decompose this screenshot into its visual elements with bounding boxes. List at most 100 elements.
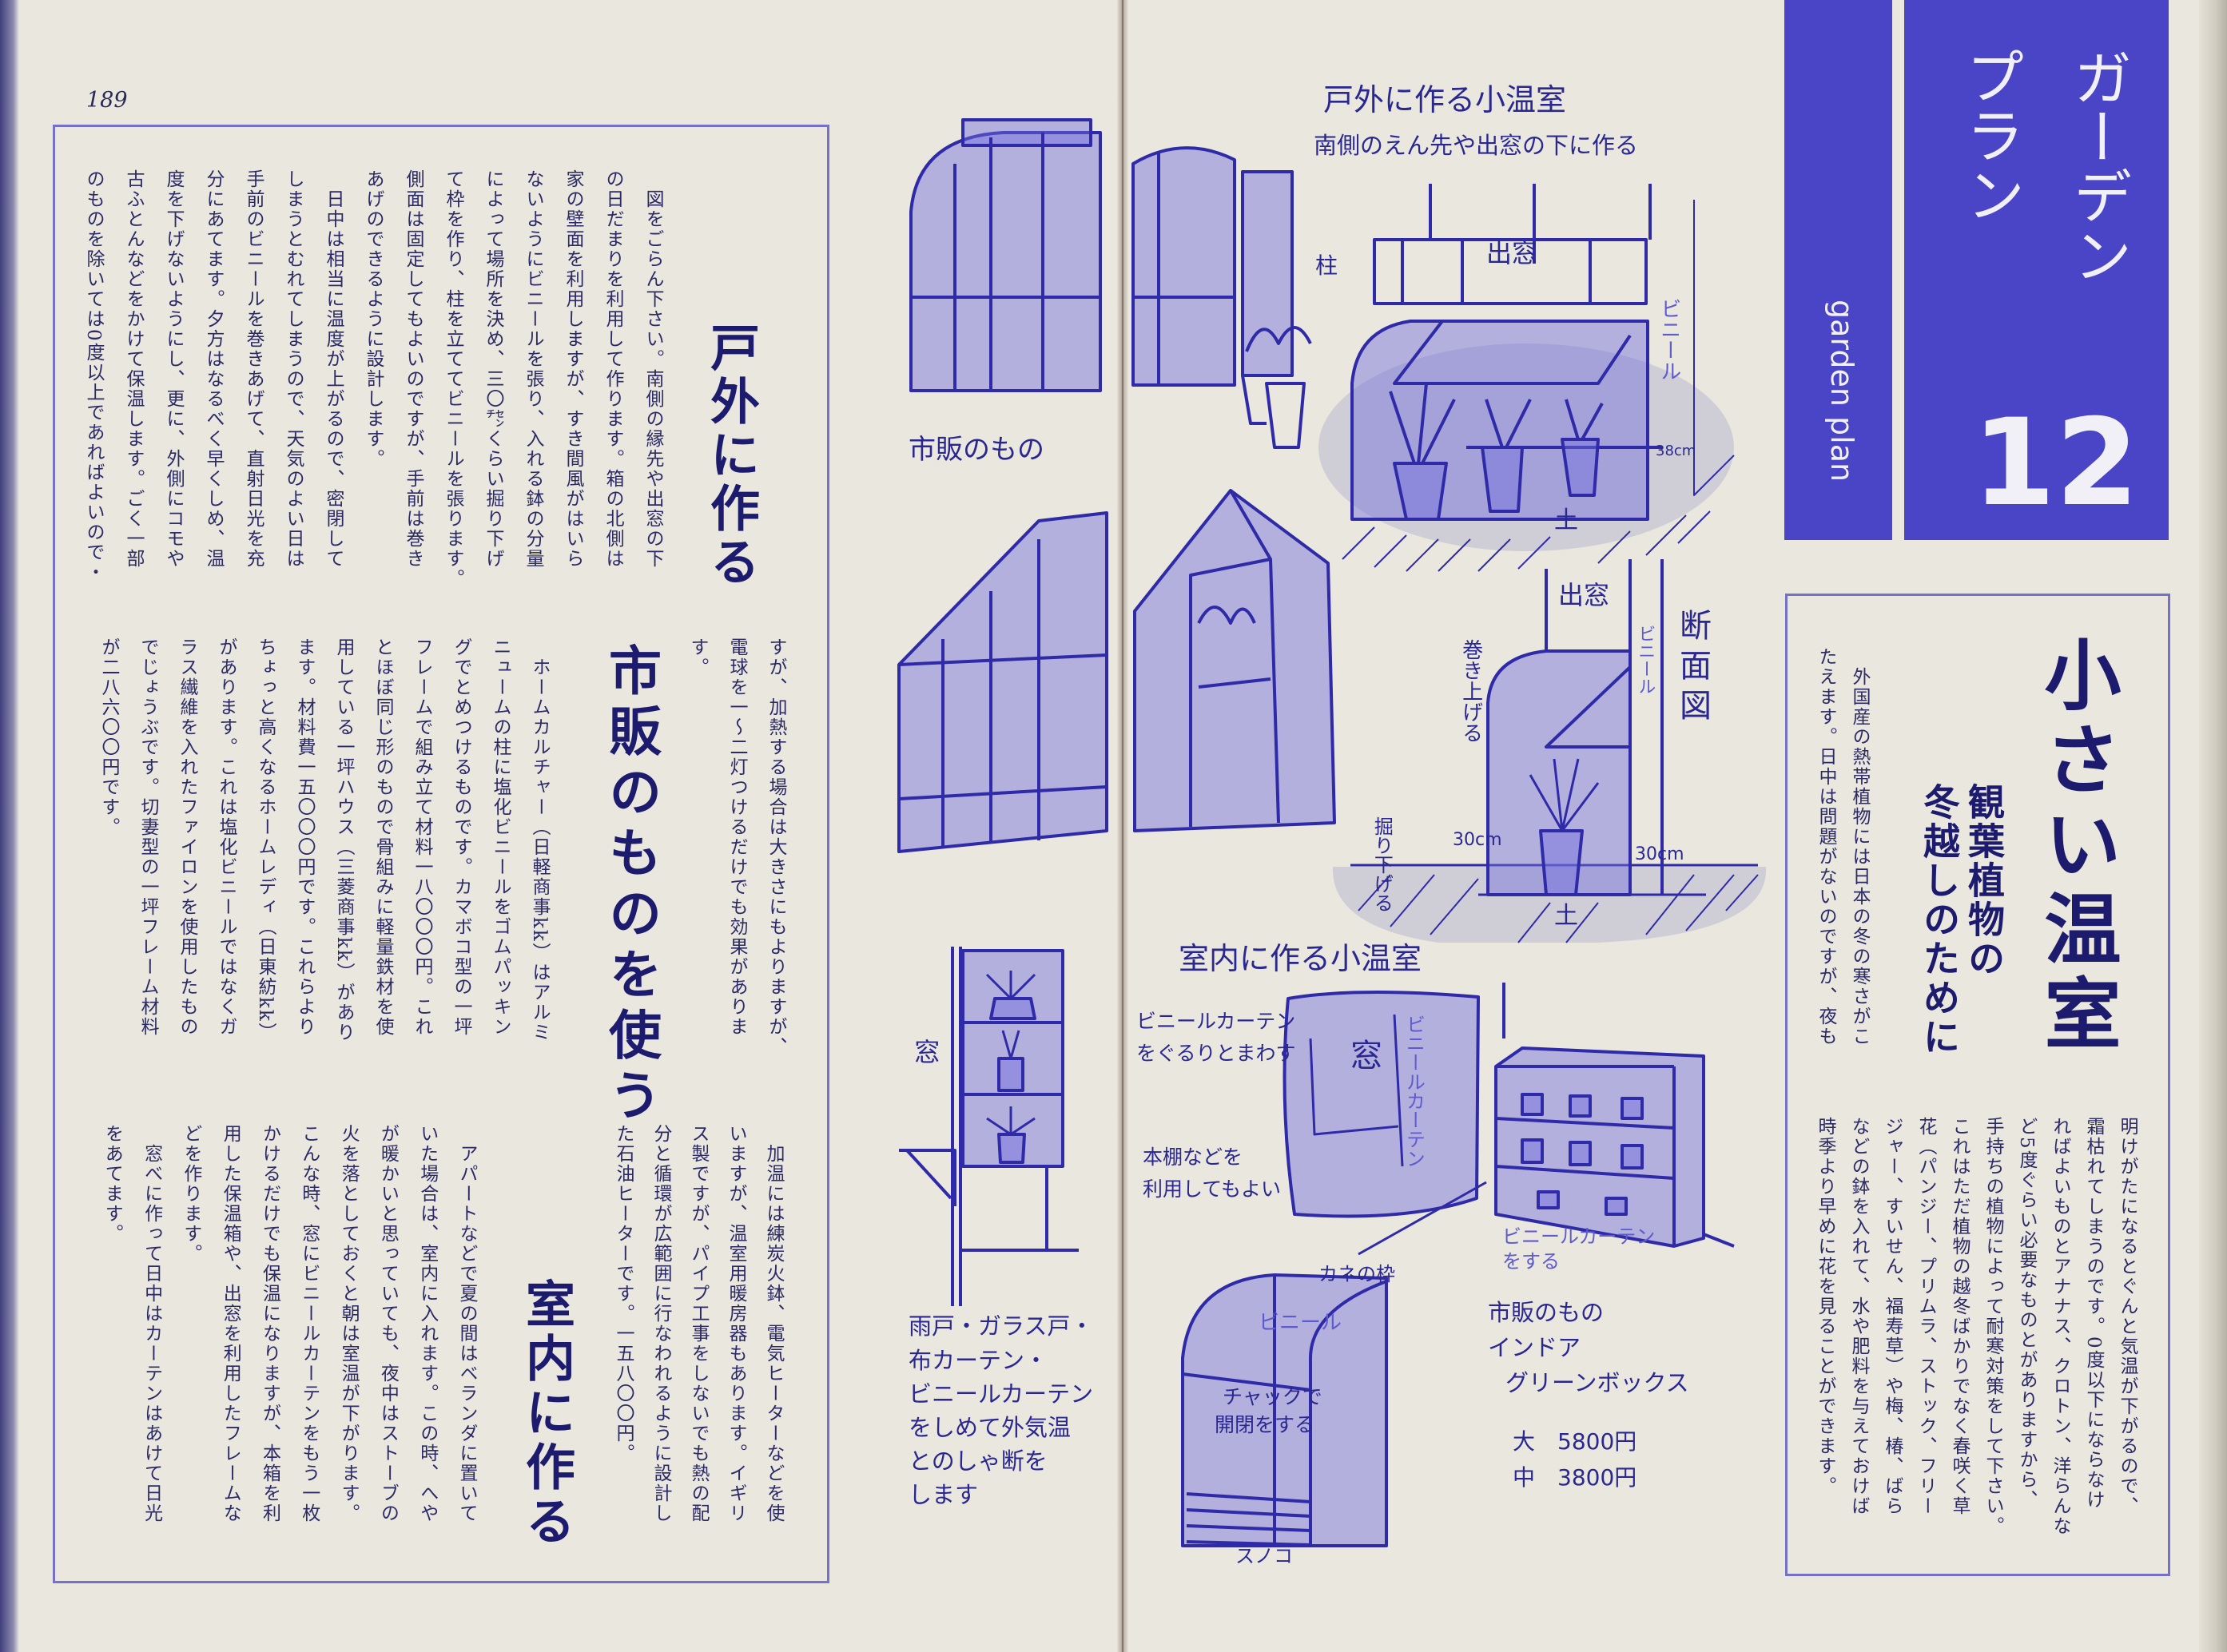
feature-subtitle-line1: 観葉植物の [1963, 783, 2006, 979]
window-shelf-drawing [899, 947, 1079, 1306]
label-shelf-curtain-2: をする [1502, 1250, 1560, 1273]
bookshelf-drawing [1358, 983, 1735, 1256]
label-box-commercial: 市販のもの [1488, 1299, 1605, 1326]
feature-body-column: ジャー、すいせん、福寿草）や梅、椿、ばら [1882, 1117, 1903, 1516]
arched-greenhouse-drawing [909, 118, 1312, 449]
commercial-text-column: ホームカルチャー（日軽商事kk）はアルミ [529, 637, 550, 1042]
label-box-name-1: インドア [1488, 1334, 1581, 1361]
commercial-text-column: とほぼ同じ形のもので骨組みに軽量鉄材を使 [372, 637, 393, 1037]
series-band-english [1784, 0, 1892, 540]
label-shutter-note-5: とのしゃ断を [909, 1447, 1048, 1475]
commercial-text-column: グでとめつけるものです。カマボコ型の一坪 [451, 637, 471, 1037]
label-price-large: 大 5800円 [1513, 1428, 1637, 1455]
outdoor-text-column: によって場所を決め、三〇㌢くらい掘り下げ [483, 169, 503, 569]
label-shelf-curtain-1: ビニールカーテン [1502, 1225, 1656, 1248]
label-indoor-title: 室内に作る小温室 [1179, 941, 1422, 976]
feature-subtitle-line2: 冬越しのために [1918, 783, 1961, 1057]
heading-outdoor: 戸外に作る [702, 322, 760, 590]
feature-body-column: などの鉢を入れて、水や肥料を与えておけば [1848, 1117, 1869, 1516]
label-box-vinyl: ビニール [1259, 1311, 1342, 1335]
commercial-text-column: ニュームの柱に塩化ビニールをゴムパッキン [490, 637, 511, 1037]
heading-indoor: 室内に作る [517, 1278, 575, 1550]
label-pillar: 柱 [1315, 252, 1338, 279]
outdoor-text-column: 度を下げないようにし、更に、外側にコモや [163, 169, 184, 569]
feature-body-column: ればよいものとアナナス、クロトン、洋らんな [2050, 1117, 2070, 1536]
feature-intro-column: たえます。日中は問題がないのですが、夜も [1815, 647, 1836, 1046]
feature-body-column: 明けがたになるとぐんと気温が下がるので、 [2117, 1117, 2138, 1516]
label-dig-down: 掘り下げる [1370, 816, 1394, 912]
feature-body-column: 時季より早めに花を見ることができます。 [1815, 1117, 1835, 1496]
commercial-text-column: 用している一坪ハウス（三菱商事kk）があり [333, 637, 354, 1042]
outdoor-text-column: 家の壁面を利用しますが、すき間風がはいら [563, 169, 583, 569]
series-title-line1: ガーデン [2063, 48, 2132, 284]
indoor-text-column: 用した保温箱や、出窓を利用したフレームな [220, 1124, 241, 1523]
feature-body-column: 霜枯れてしまうのです。0度以下にならなけ [2083, 1117, 2104, 1510]
feature-intro-column: 外国産の熱帯植物には日本の冬の寒さがこ [1849, 647, 1870, 1046]
label-commercial-products: 市販のもの [909, 434, 1044, 466]
indoor-text-column: 窓べに作って日中はカーテンはあけて日光 [141, 1124, 162, 1523]
feature-body-column: 花（パンジー、プリムラ、ストック、フリー [1915, 1117, 1936, 1516]
label-zipper-1: チャックで [1223, 1385, 1322, 1408]
green-box-drawing [1181, 1273, 1388, 1547]
indoor-text-column: をあてます。 [101, 1124, 123, 1244]
heating-text-column: た石油ヒーターです。一五八〇〇円。 [613, 1124, 634, 1463]
outdoor-text-column: 側面は固定してもよいのですが、手前は巻き [403, 169, 424, 569]
label-outdoor-title: 戸外に作る小温室 [1323, 82, 1567, 117]
label-shutter-note-2: 布カーテン・ [909, 1347, 1048, 1374]
label-outdoor-subtitle: 南側のえん先や出窓の下に作る [1314, 132, 1639, 159]
outdoor-text-column: のものを除いては0度以上であればよいので・ [83, 169, 104, 582]
feature-title: 小さい温室 [2031, 635, 2121, 1058]
feature-body-column: 手持ちの植物によって耐寒対策をして下さい。 [1982, 1117, 2003, 1536]
commercial-text-column: が二八六〇〇円です。 [98, 637, 119, 837]
page-number: 189 [86, 88, 128, 113]
indoor-text-column: が暖かいと思っていても、夜中はストーブの [377, 1124, 399, 1523]
book-spine [1117, 0, 1128, 1652]
label-vinyl: ビニール [1656, 298, 1681, 381]
commercial-text-column: があります。これは塩化ビニールではなくガ [216, 637, 237, 1037]
commercial-text-column: でじょうぶです。切妻型の一坪フレーム材料 [137, 637, 158, 1037]
label-section-vinyl: ビニール [1635, 625, 1656, 695]
label-price-medium: 中 3800円 [1513, 1464, 1637, 1491]
gabled-greenhouse-drawing [897, 489, 1336, 853]
label-section-soil: 土 [1554, 902, 1578, 930]
outdoor-text-column: ないようにビニールを張り、入れる鉢の分量 [523, 169, 543, 569]
indoor-text-column: どを作ります。 [180, 1124, 201, 1264]
label-zipper-2: 開閉をする [1215, 1413, 1315, 1436]
label-bay-window: 出窓 [1486, 238, 1538, 268]
outdoor-text-column: て枠を作り、柱を立ててビニールを張ります。 [443, 169, 463, 589]
outdoor-greenhouse-drawing [1318, 184, 1735, 572]
commercial-text-column: ます。材料費一五〇〇〇円です。これらより [294, 637, 315, 1037]
heating-text-column: 分と循環が広範囲に行なわれるように設計し [650, 1124, 671, 1523]
label-shutter-note-6: します [909, 1481, 979, 1508]
feature-frame [1785, 594, 2170, 1576]
outdoor-text-column: 分にあてます。夕方はなるべく早くしめ、温 [203, 169, 224, 569]
series-title-english: garden plan [1824, 300, 1859, 482]
label-metal-frame: カネの枠 [1318, 1263, 1395, 1285]
heating-text-column: いますが、温室用暖房器もあります。イギリ [726, 1124, 746, 1523]
curtain-drawing [1283, 990, 1480, 1218]
label-roll-up: 巻き上げる [1458, 639, 1483, 743]
label-shelf-note-1: 本棚などを [1143, 1146, 1243, 1169]
label-shelf-note-2: 利用してもよい [1143, 1177, 1282, 1201]
label-depth-38: 38cm [1656, 443, 1696, 459]
heading-commercial: 市販のものを使う [600, 643, 662, 1129]
label-curtain-vertical: ビニールカーテン [1402, 1015, 1426, 1168]
page-edge-left [0, 0, 19, 1652]
outdoor-text-column: あげのできるように設計します。 [363, 169, 384, 469]
label-shutter-note-4: をしめて外気温 [909, 1414, 1072, 1441]
commercial-text-column: ちょっと高くなるホームレディ（日東紡kk） [255, 637, 276, 1042]
series-band-japanese [1904, 0, 2169, 540]
series-number: 12 [1972, 394, 2139, 533]
indoor-text-column: こんな時、窓にビニールカーテンをもう一枚 [298, 1124, 320, 1523]
cross-section-drawing [1332, 559, 1767, 943]
label-depth-30-left: 30cm [1453, 830, 1502, 850]
label-curtain-note-2: をぐるりとまわす [1136, 1042, 1296, 1065]
indoor-text-column: アパートなどで夏の間はベランダに置いて [456, 1124, 477, 1523]
indoor-text-column: いた場合は、室内に入れます。この時、へや [416, 1124, 438, 1523]
page-edge-right [2199, 0, 2227, 1652]
label-depth-30-right: 30cm [1635, 844, 1684, 864]
label-shutter-note-1: 雨戸・ガラス戸・ [909, 1312, 1094, 1340]
outdoor-text-column: しまうとむれてしまうので、天気のよい日は [283, 169, 304, 569]
heating-text-column: ス製ですが、パイプ工事をしないでも熱の配 [688, 1124, 709, 1523]
